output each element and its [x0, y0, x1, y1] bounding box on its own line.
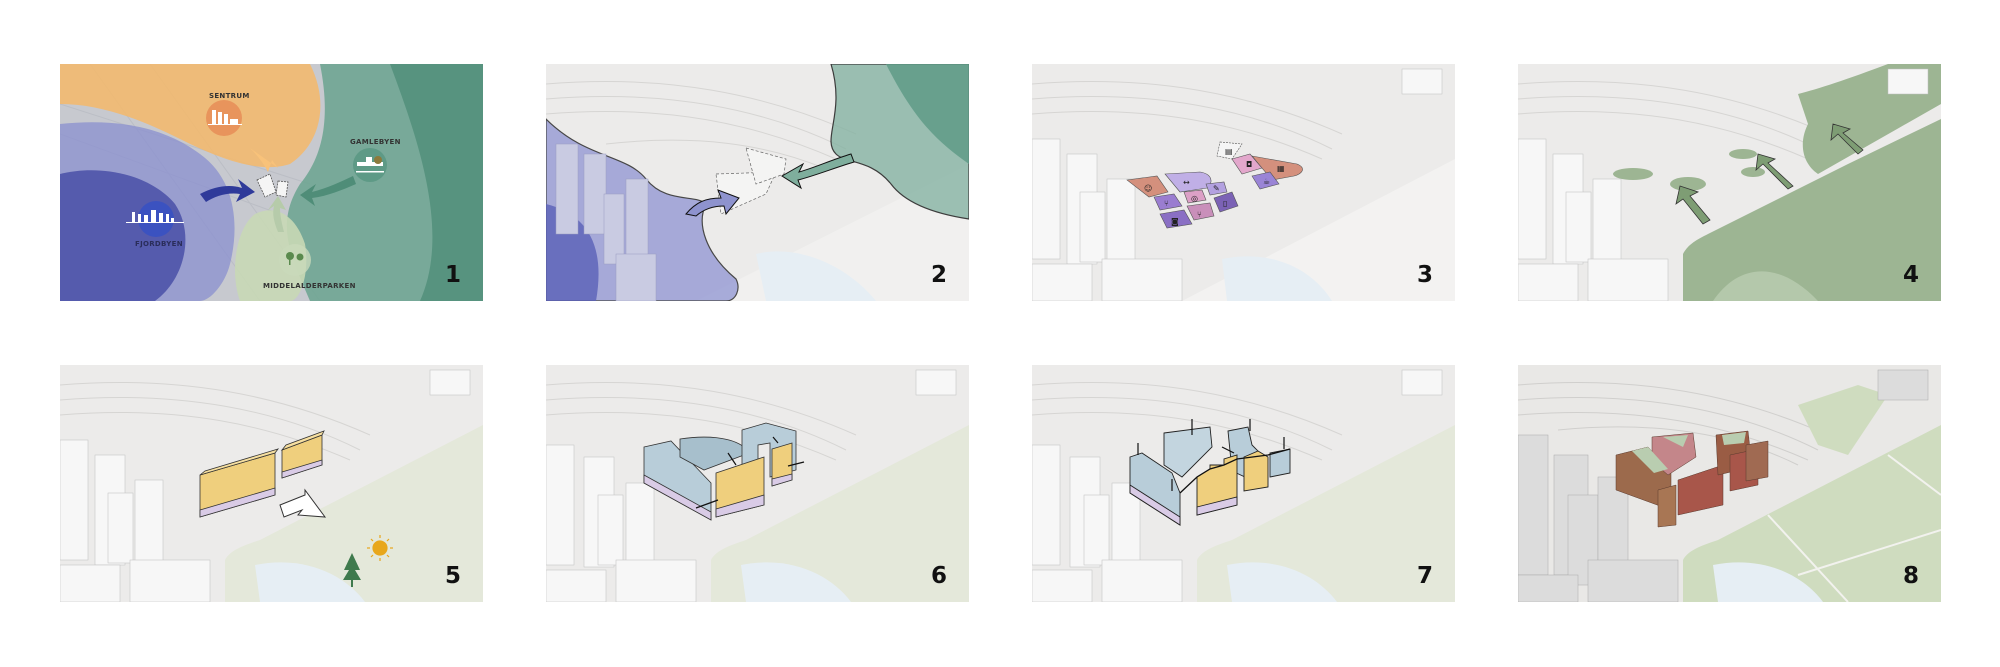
brush-icon: ✎ — [1213, 184, 1220, 193]
height-adjustment-diagram — [1032, 365, 1455, 602]
label-gamlebyen: GAMLEBYEN — [350, 138, 401, 146]
final-rendering — [1518, 365, 1941, 602]
drink-icon: ▯ — [1223, 199, 1227, 208]
label-sentrum: SENTRUM — [209, 92, 250, 100]
panel-7: 7 — [1032, 365, 1455, 602]
arrow-icon — [279, 488, 327, 518]
initial-volumes-diagram — [60, 365, 483, 602]
restaurant-icon: ⑂ — [1164, 199, 1169, 208]
program-zones-diagram: ☺ ↔ ⑂ ◎ ✎ ▯ ⑂ ◙ ◘ ▦ ☕ ▤ — [1032, 64, 1455, 301]
panel-1: SENTRUM GAMLEBYEN FJORDBYEN MIDDELALDERP… — [60, 64, 483, 301]
context-map — [60, 64, 483, 301]
shopping-bag-icon: ◘ — [1246, 160, 1252, 169]
panel-number: 6 — [930, 563, 947, 589]
panel-8: 8 — [1518, 365, 1941, 602]
panel-5: 5 — [60, 365, 483, 602]
coffee-icon: ☕ — [1263, 177, 1270, 186]
panel-4: 4 — [1518, 64, 1941, 301]
panel-number: 5 — [444, 563, 461, 589]
sun-icon — [367, 535, 393, 561]
restaurant-icon: ⑂ — [1197, 210, 1202, 219]
label-fjordbyen: FJORDBYEN — [135, 240, 183, 248]
panel-number: 8 — [1902, 563, 1919, 589]
panel-number: 2 — [930, 262, 947, 288]
dumbbell-icon: ↔ — [1183, 178, 1190, 187]
panel-6: 6 — [546, 365, 969, 602]
briefcase-icon: ▤ — [1225, 147, 1233, 156]
panel-number: 3 — [1416, 262, 1433, 288]
community-icon: ☺ — [1144, 184, 1152, 193]
yarn-icon: ◎ — [1191, 194, 1198, 203]
added-volumes-diagram — [546, 365, 969, 602]
panel-number: 7 — [1416, 563, 1433, 589]
panel-2: 2 — [546, 64, 969, 301]
tree-icon — [343, 553, 361, 587]
green-connections-diagram — [1518, 64, 1941, 301]
cinema-icon: ▦ — [1277, 164, 1285, 173]
label-middelalderparken: MIDDELALDERPARKEN — [263, 282, 356, 290]
panel-number: 1 — [444, 262, 461, 288]
grocery-icon: ◙ — [1171, 217, 1179, 226]
panel-number: 4 — [1902, 262, 1919, 288]
panel-3: ☺ ↔ ⑂ ◎ ✎ ▯ ⑂ ◙ ◘ ▦ ☕ ▤ 3 — [1032, 64, 1455, 301]
influence-diagram — [546, 64, 969, 301]
